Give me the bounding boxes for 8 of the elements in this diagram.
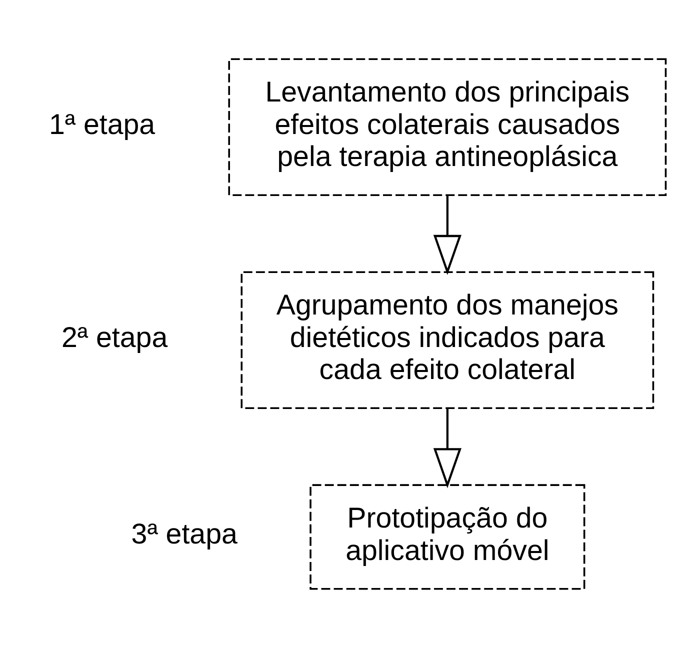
- arrow: [433, 408, 462, 488]
- node-label: 3ª etapa: [131, 518, 238, 551]
- node-box: Agrupamento dos manejos dietéticos indicados para cada efeito colateral: [240, 271, 654, 409]
- node-label: 2ª etapa: [62, 322, 168, 354]
- arrow: [433, 195, 462, 276]
- node-box: Prototipação do aplicativo móvel: [310, 484, 586, 590]
- node-box: Levantamento dos principais efeitos colaterais causados pela terapia antineoplásica: [228, 58, 667, 196]
- node-label: 1ª etapa: [49, 108, 156, 141]
